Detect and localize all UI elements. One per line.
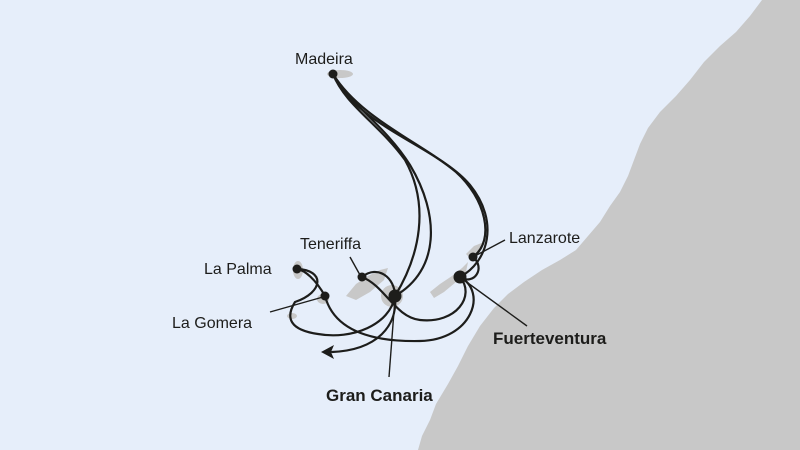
island-teneriffa [346, 268, 388, 300]
route-la-palma-gran-canaria [289, 267, 397, 337]
leader-teneriffa [349, 256, 361, 276]
port-marker-gran-canaria [388, 289, 402, 303]
label-gran-canaria: Gran Canaria [326, 386, 433, 405]
port-marker-la-gomera [320, 291, 330, 301]
leader-gran-canaria [388, 297, 396, 378]
route-fuerteventura-la-gomera [323, 275, 475, 343]
island-el-hierro [287, 313, 297, 319]
label-la-gomera: La Gomera [172, 315, 252, 332]
port-marker-lanzarote [468, 252, 478, 262]
route-arrowhead [321, 345, 334, 359]
leader-lanzarote [472, 239, 506, 258]
port-marker-teneriffa [357, 272, 367, 282]
port-marker-fuerteventura [453, 270, 467, 284]
route-madeira-fuerteventura [331, 72, 489, 279]
port-marker-madeira [328, 69, 338, 79]
label-madeira: Madeira [295, 51, 353, 68]
leader-fuerteventura [460, 277, 528, 327]
route-gran-canaria-madeira-2 [331, 72, 421, 298]
label-la-palma: La Palma [204, 261, 272, 278]
african-coast [418, 0, 800, 450]
label-teneriffa: Teneriffa [300, 236, 361, 253]
label-fuerteventura: Fuerteventura [493, 329, 607, 348]
label-lanzarote: Lanzarote [509, 230, 580, 247]
port-marker-la-palma [292, 264, 302, 274]
route-fuerteventura-teneriffa [360, 275, 467, 322]
leader-la-gomera [269, 296, 324, 313]
